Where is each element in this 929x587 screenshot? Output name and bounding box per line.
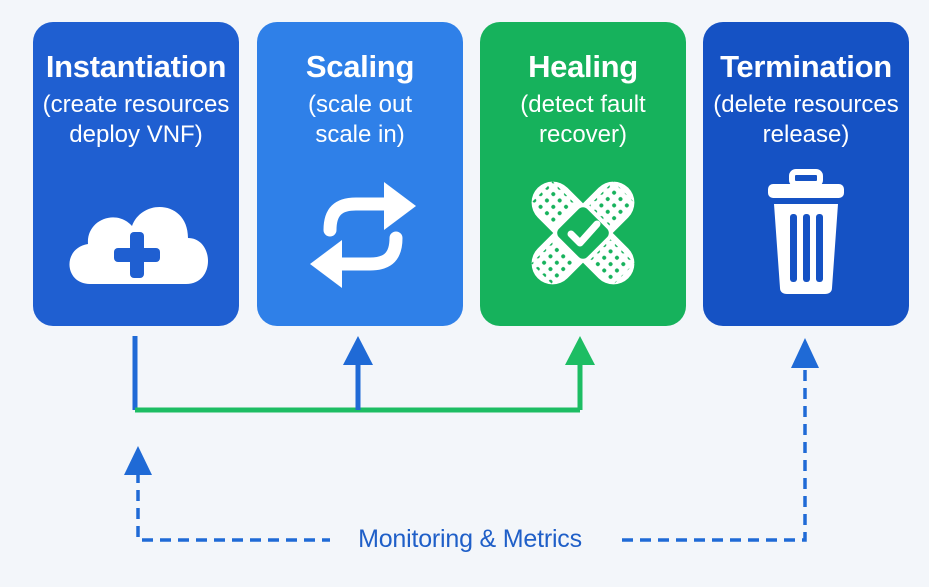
monitoring-label: Monitoring & Metrics (358, 525, 582, 553)
monitoring-dashed-right (622, 368, 807, 542)
stage-subtitle: (delete resources release) (713, 91, 899, 148)
arrow-up-scaling (343, 336, 373, 365)
monitoring-dashed-left (136, 472, 330, 542)
stage-title: Termination (720, 49, 892, 84)
stage-card-termination: Termination (delete resources release) (703, 22, 909, 326)
stage-subtitle: (detect fault recover) (520, 91, 646, 148)
stage-title: Healing (528, 49, 638, 84)
arrow-up-healing (565, 336, 595, 365)
arrow-up-monitoring-left (124, 446, 152, 475)
stage-card-scaling: Scaling (scale out scale in) (257, 22, 463, 326)
stage-subtitle: (create resources deploy VNF) (42, 91, 230, 148)
stage-title: Instantiation (45, 49, 227, 84)
stage-title: Scaling (305, 49, 415, 84)
sync-arrows-icon (257, 168, 463, 298)
trash-icon (703, 168, 909, 298)
bandage-check-icon (480, 168, 686, 298)
stage-card-healing: Healing (detect fault recover) (480, 22, 686, 326)
arrow-up-termination (791, 338, 819, 368)
stage-card-instantiation: Instantiation (create resources deploy V… (33, 22, 239, 326)
stage-subtitle: (scale out scale in) (307, 91, 413, 148)
cloud-plus-icon (33, 168, 239, 298)
